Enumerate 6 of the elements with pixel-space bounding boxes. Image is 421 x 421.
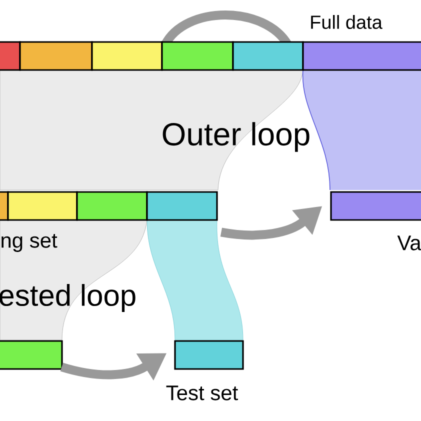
data-cell xyxy=(0,340,63,370)
region-label: Outer loop xyxy=(162,122,310,152)
bar-label: Va xyxy=(397,236,421,250)
bar-label: ng set xyxy=(2,234,58,252)
bar-label: Full data xyxy=(311,15,382,29)
bar-label: Test set xyxy=(166,386,238,400)
